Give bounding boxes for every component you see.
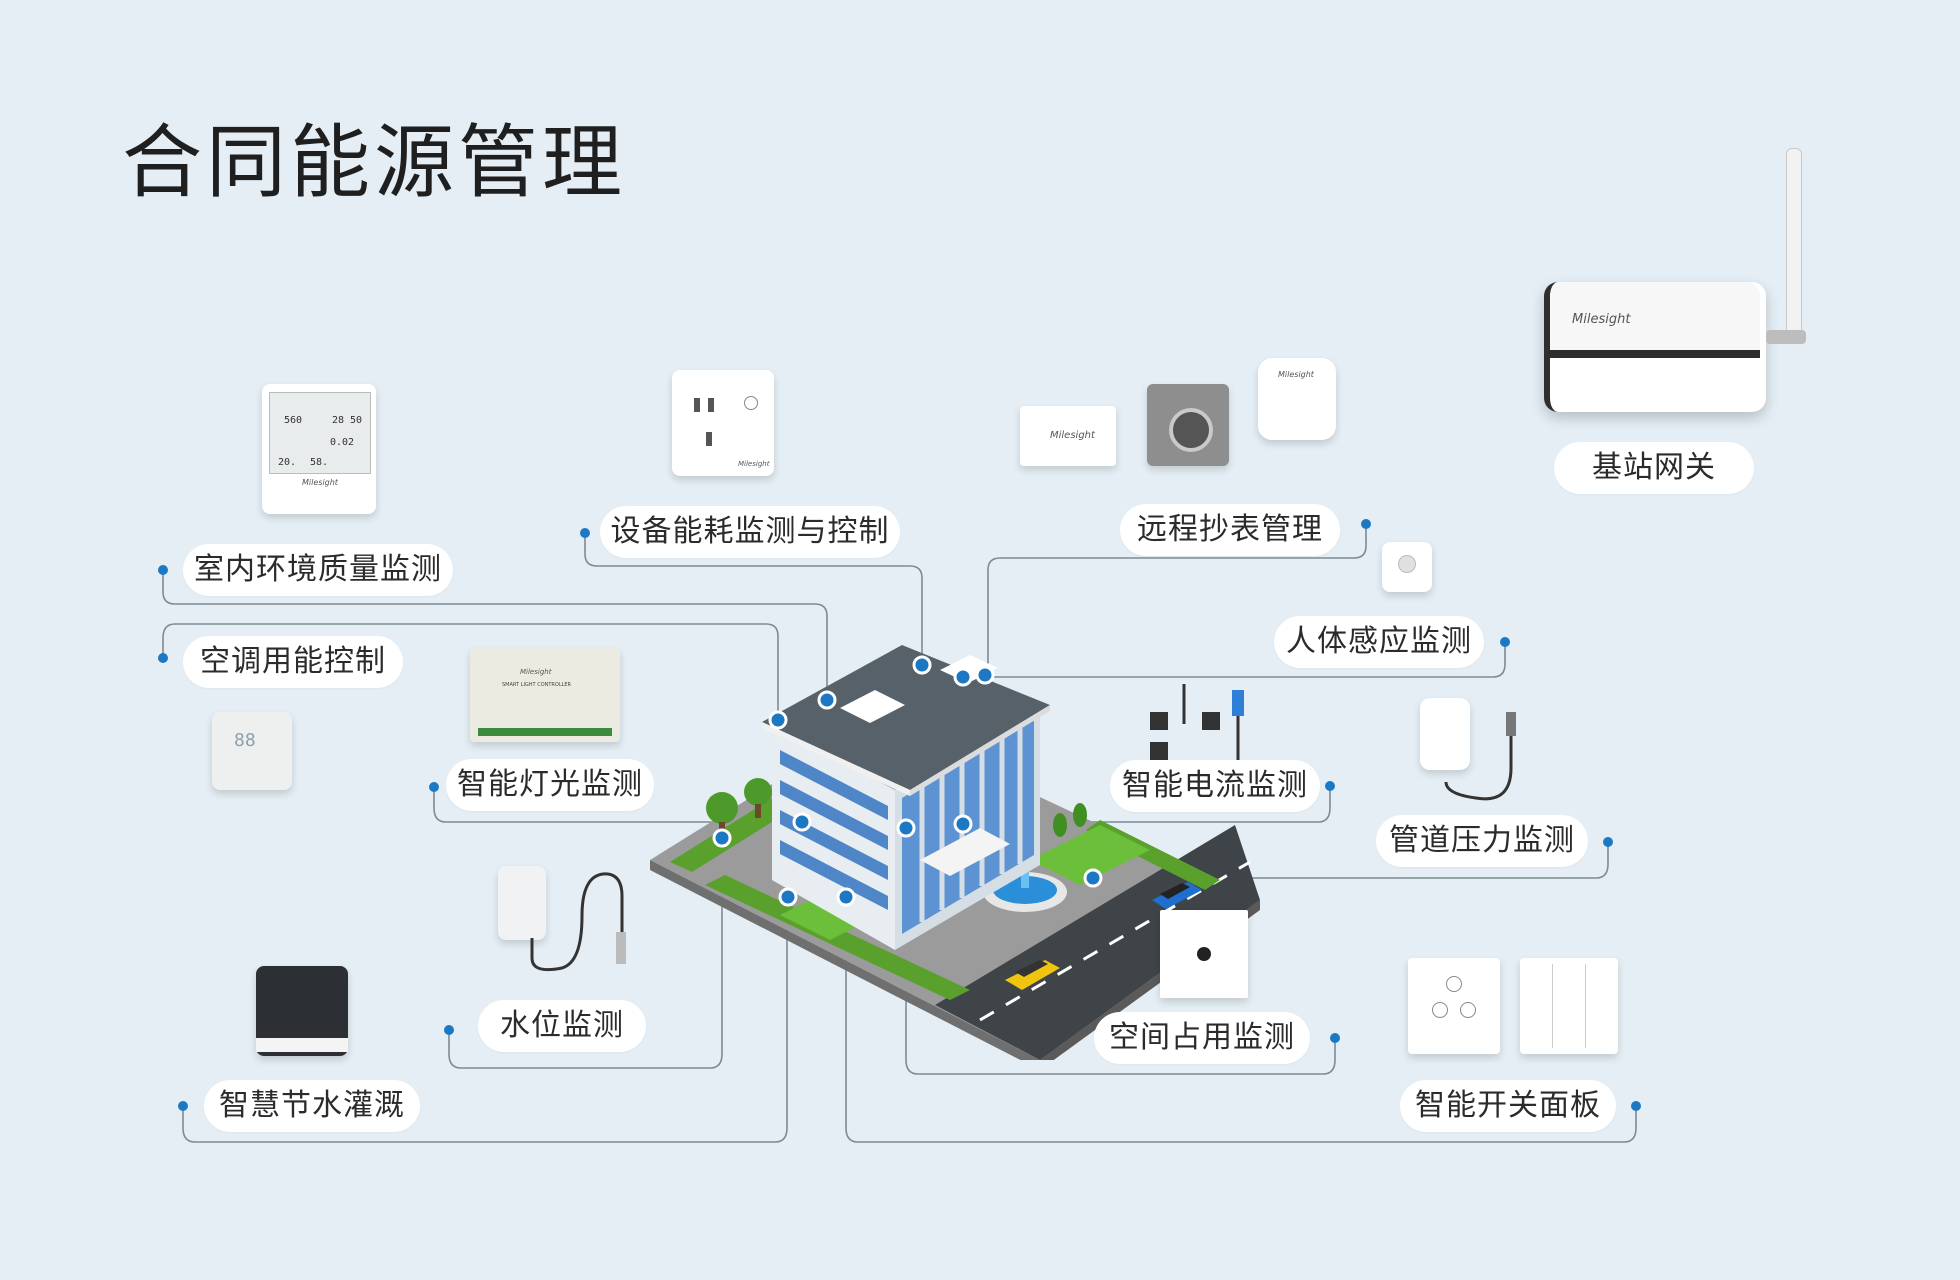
connector-space [905,828,1336,1075]
pressure-probe-cable [1444,712,1516,801]
label-aircon: 空调用能控制 [183,636,403,688]
connector-water [448,838,723,1069]
pipe-pressure-sensor-image [1420,698,1470,770]
label-remote-meter: 远程抄表管理 [1120,504,1340,556]
page-title: 合同能源管理 [122,116,626,209]
water-level-probe-cable [530,872,626,972]
brand-logo: Milesight [1050,430,1095,441]
brand-logo: Milesight [520,668,552,676]
brand-logo: Milesight [302,478,338,487]
connector-current [962,786,1331,823]
label-gateway: 基站网关 [1554,442,1754,494]
pir-sensor-image [1382,542,1432,592]
controller-label: SMART LIGHT CONTROLLER [502,682,572,688]
label-lighting: 智能灯光监测 [446,759,654,811]
label-switch-panel: 智能开关面板 [1400,1080,1616,1132]
env-reading-temp: 28 [332,415,345,426]
label-space-occupancy: 空间占用监测 [1094,1012,1310,1064]
connector-irrigation [182,897,788,1143]
env-screen: 560 28 50 0.02 20. 58. [269,392,371,474]
knob-switch-panel-image [1408,958,1500,1054]
label-equipment-energy: 设备能耗监测与控制 [600,506,900,558]
antenna-connector [1766,330,1806,344]
label-human-sensor: 人体感应监测 [1274,616,1484,668]
thermostat-reading: 88 [234,730,256,751]
label-water-level: 水位监测 [478,1000,646,1052]
triple-switch-panel-image [1520,958,1618,1054]
env-reading-co2: 560 [284,415,303,426]
light-controller-image: Milesight SMART LIGHT CONTROLLER [470,648,620,742]
meter-module-image: Milesight [1020,406,1116,466]
occupancy-sensor-image [1160,910,1248,998]
env-reading-a: 20. [278,457,297,468]
connector-remote-meter [987,524,1367,677]
env-reading-b: 58. [310,457,329,468]
connector-pipe [1094,842,1609,879]
smart-building-illustration [650,645,1260,1060]
brand-logo: Milesight [1572,312,1631,327]
connector-indoor-env [162,570,828,700]
connector-switch [845,897,1637,1143]
solar-irrigation-controller-image [256,966,348,1056]
gateway-device-image: Milesight [1544,282,1766,412]
antenna-icon [1786,148,1802,340]
label-irrigation: 智慧节水灌溉 [204,1080,420,1132]
pulse-reader-image: Milesight [1258,358,1336,440]
label-pipe-pressure: 管道压力监测 [1376,815,1588,867]
indoor-env-monitor-image: 560 28 50 0.02 20. 58. Milesight [262,384,376,514]
current-sensors-image [1150,684,1244,764]
connector-lighting [433,787,802,823]
env-reading-humidity: 50 [350,415,363,426]
connector-aircon [162,623,779,720]
env-reading-pm: 0.02 [330,437,355,448]
brand-logo: Milesight [738,460,770,468]
water-level-sensor-image [498,866,546,940]
yellow-car-icon [1005,960,1060,990]
smart-socket-image: Milesight [672,370,774,476]
camera-meter-reader-image [1147,384,1229,466]
label-current: 智能电流监测 [1110,760,1320,812]
brand-logo: Milesight [1278,370,1314,379]
blue-car-icon [1152,882,1202,909]
label-indoor-env: 室内环境质量监测 [183,544,453,596]
connector-equipment [584,533,923,665]
connector-human [963,642,1506,678]
thermostat-image: 88 [212,712,292,790]
